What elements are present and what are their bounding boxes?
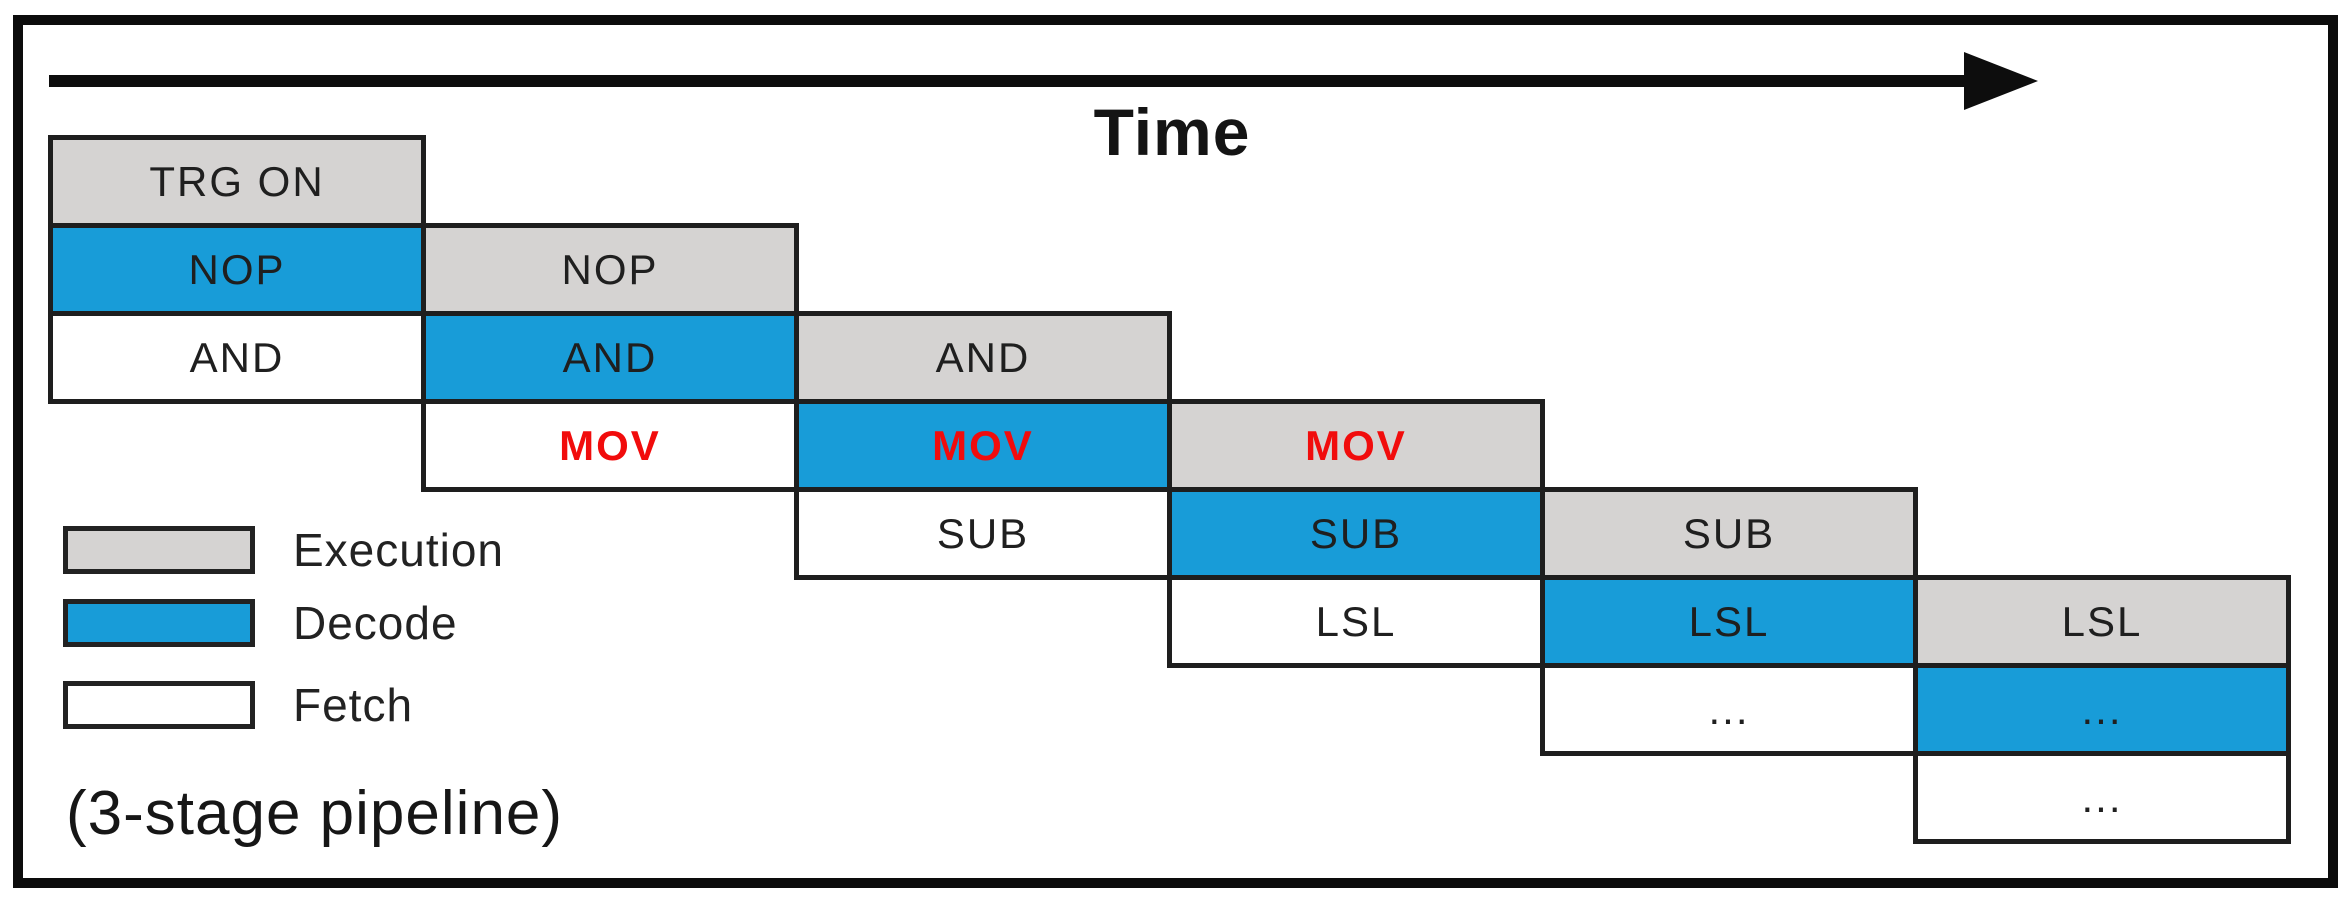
pipeline-cell-fetch: MOV [421,399,799,492]
pipeline-cell-execution: AND [794,311,1172,404]
time-arrow-line [49,75,1970,87]
legend-swatch-execution-icon [63,526,255,574]
legend-item-decode: Decode [63,597,458,649]
pipeline-cell-execution: NOP [421,223,799,316]
legend-swatch-fetch-icon [63,681,255,729]
pipeline-cell-decode: ... [1913,663,2291,756]
pipeline-cell-decode: SUB [1167,487,1545,580]
pipeline-cell-execution: LSL [1913,575,2291,668]
pipeline-cell-execution: MOV [1167,399,1545,492]
legend-label-decode: Decode [293,597,458,649]
pipeline-cell-fetch: ... [1540,663,1918,756]
legend-item-execution: Execution [63,524,505,576]
pipeline-cell-decode: LSL [1540,575,1918,668]
time-arrow-head-icon [1964,52,2038,110]
time-axis-label: Time [1093,95,1251,169]
pipeline-cell-execution: SUB [1540,487,1918,580]
pipeline-cell-fetch: LSL [1167,575,1545,668]
pipeline-cell-decode: AND [421,311,799,404]
figure-border [13,15,2338,888]
legend-label-fetch: Fetch [293,679,414,731]
pipeline-cell-fetch: ... [1913,751,2291,844]
legend-swatch-decode-icon [63,599,255,647]
legend-item-fetch: Fetch [63,679,414,731]
pipeline-cell-decode: NOP [48,223,426,316]
pipeline-cell-execution: TRG ON [48,135,426,228]
pipeline-note: (3-stage pipeline) [66,779,564,848]
pipeline-cell-decode: MOV [794,399,1172,492]
legend-label-execution: Execution [293,524,505,576]
pipeline-cell-fetch: AND [48,311,426,404]
pipeline-cell-fetch: SUB [794,487,1172,580]
